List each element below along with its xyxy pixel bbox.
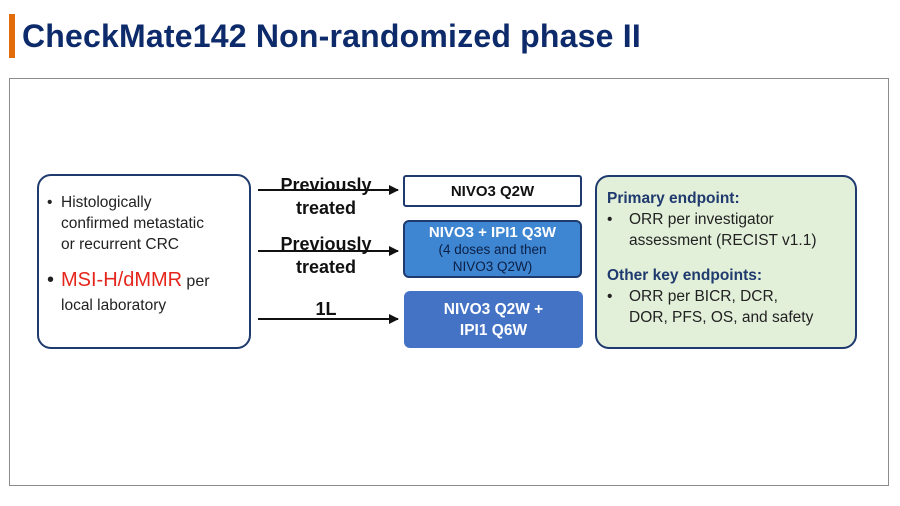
endpoint-line: DOR, PFS, OS, and safety [629,309,814,326]
bullet: • [47,269,55,291]
endpoint-line: assessment (RECIST v1.1) [629,232,817,249]
diagram-frame [9,78,889,486]
criteria-line: or recurrent CRC [61,236,179,253]
criteria-item-msi: • MSI-H/dMMR per local laboratory [47,268,241,318]
cohort-label-line: treated [295,198,357,218]
criteria-line: Histologically [61,194,152,211]
bullet: • [47,194,53,211]
arm-nivo-ipi-q6w: NIVO3 Q2W + IPI1 Q6W [404,291,583,348]
arm-sub-line: NIVO3 Q2W) [452,258,533,274]
title-accent-bar [9,14,15,58]
cohort-label-3: 1L [272,298,380,321]
other-endpoints-heading: Other key endpoints: [607,267,763,284]
criteria-per: per [186,273,210,290]
criteria-line: local laboratory [61,297,167,314]
arm-label: NIVO3 Q2W [450,182,535,200]
cohort-label-line: Previously [280,234,372,254]
other-endpoint-item: • ORR per BICR, DCR, DOR, PFS, OS, and s… [607,286,847,328]
page-title: CheckMate142 Non-randomized phase II [22,18,641,54]
eligibility-box: • Histologically confirmed metastatic or… [37,174,251,349]
arm-nivo-q2w: NIVO3 Q2W [403,175,582,207]
primary-endpoint-item: • ORR per investigator assessment (RECIS… [607,209,847,251]
endpoint-text: ORR per investigator assessment (RECIST … [629,209,817,251]
cohort-label-line: 1L [315,299,337,319]
endpoint-line: ORR per investigator [629,211,774,228]
endpoint-line: ORR per BICR, DCR, [629,288,778,305]
endpoints-box: Primary endpoint: • ORR per investigator… [595,175,857,349]
criteria-item-histology: • Histologically confirmed metastatic or… [47,192,241,255]
msi-highlight: MSI-H/dMMR [61,269,183,291]
arm-sub-line: (4 doses and then [438,241,547,257]
cohort-label-line: treated [295,257,357,277]
cohort-label-2: Previously treated [272,233,380,279]
arm-label-line: NIVO3 Q2W + [443,300,544,318]
arm-label-line: IPI1 Q6W [459,321,528,339]
arm-nivo-ipi-q3w: NIVO3 + IPI1 Q3W (4 doses and then NIVO3… [403,220,582,278]
criteria-text: Histologically confirmed metastatic or r… [61,192,204,255]
bullet: • [607,211,613,228]
criteria-text: MSI-H/dMMR per local laboratory [61,268,210,318]
cohort-label-1: Previously treated [272,174,380,220]
endpoint-text: ORR per BICR, DCR, DOR, PFS, OS, and saf… [629,286,813,328]
primary-endpoint-heading: Primary endpoint: [607,190,740,207]
bullet: • [607,288,613,305]
criteria-line: confirmed metastatic [61,215,204,232]
arm-label: NIVO3 + IPI1 Q3W [428,223,557,241]
cohort-label-line: Previously [280,175,372,195]
